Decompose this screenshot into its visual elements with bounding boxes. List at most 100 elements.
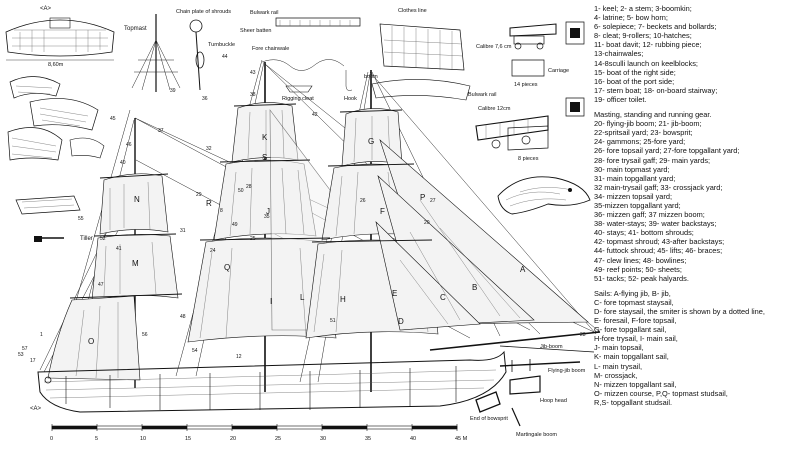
rig-number-12: 12 <box>236 354 242 360</box>
topmast-detail: Topmast <box>124 14 181 92</box>
figurehead-detail <box>497 176 591 215</box>
callout-martingale-boom: Martingale boom <box>516 432 557 438</box>
sail-letter-l: L <box>300 293 305 302</box>
rig-number-29: 29 <box>196 192 202 198</box>
legend-masting-line: 51- tacks; 52- peak halyards. <box>594 273 689 283</box>
callout-sheer-batten: Sheer batten <box>240 28 272 34</box>
legend-sail-line: J- main topsail, <box>594 343 644 353</box>
clothes-line-detail: Clothes line <box>371 8 471 101</box>
callout-pieces-8: 8 pieces <box>518 156 539 162</box>
legend-masting-line: 34- mizzen topsail yard; <box>594 191 673 201</box>
legend-masting-line: 42- topmast shroud; 43-after backstays; <box>594 237 725 247</box>
rig-number-41: 41 <box>116 246 122 252</box>
sail-letter-i: I <box>270 297 272 306</box>
callout-clothes-line: Clothes line <box>398 8 427 14</box>
legend-sail-line: Sails: A-flying jib, B- jib, <box>594 288 671 298</box>
rig-number-44: 44 <box>222 54 228 60</box>
scale-tick-label: 0 <box>50 436 53 442</box>
legend-part-line: 8- cleat; 9-rollers; 10-hatches; <box>594 31 692 41</box>
bow-timber-details <box>7 76 105 161</box>
rig-number-54: 54 <box>192 348 198 354</box>
scale-tick-label: 5 <box>95 436 98 442</box>
scale-tick-label: 20 <box>230 436 236 442</box>
callout-calibre-7: Calibre 7,6 cm <box>476 44 512 50</box>
callout-flying-jib-boom: Flying-jib boom <box>548 368 586 374</box>
legend-sails: Sails: A-flying jib, B- jib, C- fore top… <box>594 289 798 407</box>
bowsprit-details: Jib-boom Flying-jib boom Hoop head End o… <box>470 344 586 438</box>
rig-number-32: 32 <box>206 146 212 152</box>
rig-number-51: 51 <box>330 318 336 324</box>
legend-masting-title: Masting, standing and running gear. <box>594 110 712 120</box>
legend-masting-line: 20- flying-jib boom; 21- jib-boom; <box>594 119 702 129</box>
scale-tick-label: 40 <box>410 436 416 442</box>
legend-masting-line: 40- stays; 41- bottom shrouds; <box>594 228 694 238</box>
sail-letter-d: D <box>398 317 404 326</box>
sail-letter-e: E <box>392 289 397 298</box>
legend-sail-line: H-fore trysail, I- main sail, <box>594 334 678 344</box>
legend-masting-line: 32 main-trysail gaff; 33- crossjack yard… <box>594 182 723 192</box>
rig-number-47: 47 <box>98 282 104 288</box>
rig-number-49: 49 <box>232 222 238 228</box>
rig-number-50: 50 <box>238 188 244 194</box>
callout-stern-width: 8,60m <box>48 62 64 68</box>
rig-number-45: 45 <box>110 116 116 122</box>
callout-pieces-14: 14 pieces <box>514 82 538 88</box>
callout-detail-a-bottom: <A> <box>30 406 42 412</box>
rig-number-25: 25 <box>250 236 256 242</box>
callout-hoop-head: Hoop head <box>540 398 567 404</box>
sail-letter-o: O <box>88 337 94 346</box>
rig-number-42: 42 <box>312 112 318 118</box>
rig-number-56: 56 <box>142 332 148 338</box>
legend-part-line: 13-chainwales; <box>594 49 644 59</box>
legend-sail-line: M- crossjack, <box>594 370 638 380</box>
legend-part-line: 6- solepiece; 7- beckets and bollards; <box>594 22 717 32</box>
legend-sail-line: O- mizzen course, P,Q- topmast studsail, <box>594 388 728 398</box>
sail-letter-a: A <box>520 265 526 274</box>
legend-part-line: 15- boat of the right side; <box>594 67 676 77</box>
sail-letter-b: B <box>472 283 477 292</box>
callout-bulwark-rail-top: Bulwark rail <box>250 10 278 16</box>
rig-number-57: 57 <box>22 346 28 352</box>
rig-number-28: 28 <box>246 184 252 190</box>
legend-masting-line: 30- main topmast yard; <box>594 164 670 174</box>
cannon-details: Calibre 7,6 cm Carriage 14 pieces Bulwar… <box>468 21 585 162</box>
legend-part-line: 17- stern boat; 18- on-board stairway; <box>594 85 718 95</box>
sail-letter-c: C <box>440 293 446 302</box>
callout-jib-boom: Jib-boom <box>540 344 563 350</box>
callout-carriage: Carriage <box>548 68 569 74</box>
rig-number-8: 8 <box>220 208 223 214</box>
callout-detail-a-top: <A> <box>40 6 52 12</box>
scale-tick-label: 30 <box>320 436 326 442</box>
stern-detail: <A> 8,60m <box>5 6 115 68</box>
rig-number-52: 52 <box>100 236 106 242</box>
callout-calibre-12: Calibre 12cm <box>478 106 511 112</box>
sail-letter-q: Q <box>224 263 230 272</box>
rig-number-53: 53 <box>18 352 24 358</box>
callout-end-of-bowsprit: End of bowsprit <box>470 416 508 422</box>
legend-part-line: 14-8sculli launch on keelblocks; <box>594 58 698 68</box>
rig-number-35: 35 <box>264 214 270 220</box>
legend-masting-line: 31- main topgallant yard; <box>594 173 676 183</box>
rig-number-48: 48 <box>180 314 186 320</box>
scale-tick-label: 15 <box>185 436 191 442</box>
callout-chain-plate: Chain plate of shrouds <box>176 9 231 15</box>
legend-sail-line: R,S- topgallant studsail. <box>594 397 673 407</box>
rig-number-46: 46 <box>126 142 132 148</box>
legend: 1- keel; 2- a stem; 3-boomkin;4- latrine… <box>594 4 798 407</box>
callout-tiller: Tiller <box>80 236 93 242</box>
legend-sail-line: D- fore staysail, the smiter is shown by… <box>594 307 765 316</box>
legend-part-line: 4- latrine; 5- bow horn; <box>594 13 668 23</box>
legend-part-line: 16- boat of the port side; <box>594 76 675 86</box>
legend-part-line: 1- keel; 2- a stem; 3-boomkin; <box>594 4 692 13</box>
rig-number-17: 17 <box>30 358 36 364</box>
legend-sail-line: C- fore topmast staysail, <box>594 297 674 307</box>
rig-number-26: 26 <box>360 198 366 204</box>
legend-sail-line: K- main topgallant sail, <box>594 352 669 362</box>
tiller-detail: Tiller <box>15 195 93 242</box>
scale-tick-label: 25 <box>275 436 281 442</box>
callout-rigging-cleat: Rigging cleat <box>282 96 314 102</box>
